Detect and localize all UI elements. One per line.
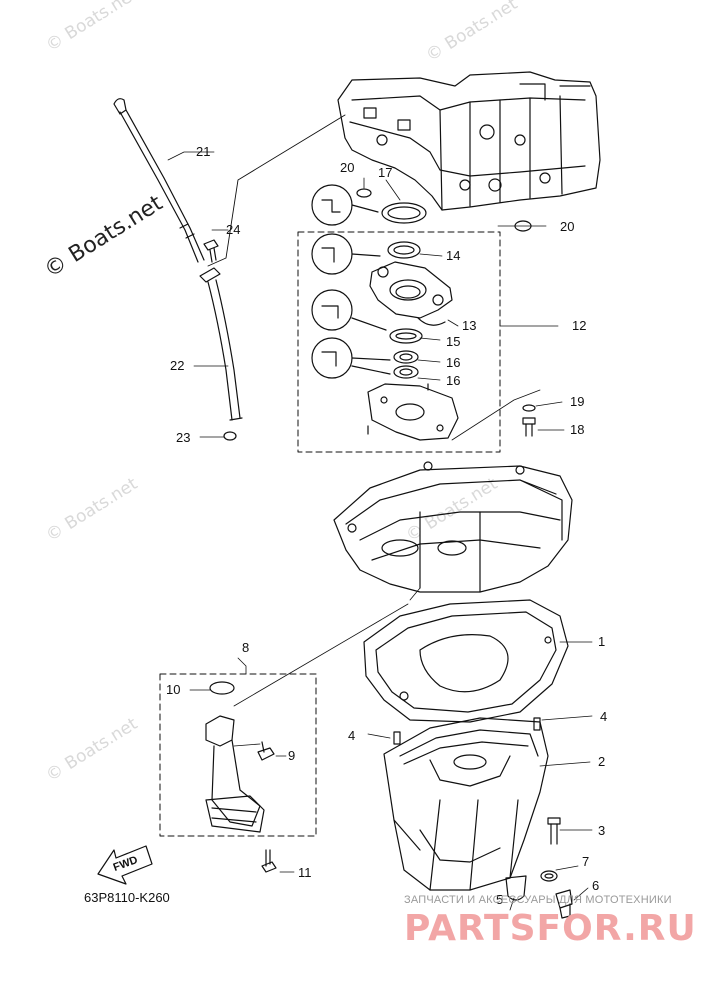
callout-15: 15 [446,334,460,349]
callout-10: 10 [166,682,180,697]
upper-casing-illustration [333,461,573,593]
callout-2: 2 [598,754,605,769]
callout-4: 4 [600,709,607,724]
o-ring-20-left [356,188,372,198]
washer-7 [540,870,558,882]
seal-17 [381,202,427,224]
dowel-pin-4-left [393,731,401,745]
callout-5: 5 [496,892,503,907]
bolt-11-illustration [261,849,277,873]
callout-20: 20 [560,219,574,234]
gasket-1-illustration [363,599,569,723]
bolt-18-illustration [522,417,536,437]
callout-12: 12 [572,318,586,333]
housing-13-illustration [369,261,453,326]
seal-14 [387,241,421,259]
bolt-24-illustration [203,239,219,263]
seal-orientation-icons [311,184,391,379]
callout-6: 6 [592,878,599,893]
callout-9: 9 [288,748,295,763]
o-ring-23 [223,431,237,441]
callout-1: 1 [598,634,605,649]
callout-3: 3 [598,823,605,838]
callout-labels: 21 20 17 24 20 14 12 13 15 16 22 16 19 1… [166,144,607,907]
site-tagline: ЗАПЧАСТИ И АКСЕССУАРЫ ДЛЯ МОТОТЕХНИКИ [404,894,672,906]
seal-16-upper [393,350,419,364]
callout-16: 16 [446,355,460,370]
o-ring-10 [209,681,235,695]
plug-6-illustration [555,889,573,919]
oil-pan-illustration [383,717,549,891]
dowel-pin-4-right [533,717,541,731]
callout-7: 7 [582,854,589,869]
washer-19 [522,404,536,412]
callout-13: 13 [462,318,476,333]
callout-22: 22 [170,358,184,373]
assembly-box-12 [297,231,501,453]
dipstick-illustration [113,98,205,263]
engine-block-illustration [337,71,601,211]
diagram-code: 63P8110-K260 [84,890,170,905]
callout-8: 8 [242,640,249,655]
callout-11: 11 [298,865,312,880]
leader-lines [167,151,593,911]
callout-18: 18 [570,422,584,437]
callout-4: 4 [348,728,355,743]
callout-19: 19 [570,394,584,409]
bolt-3-illustration [547,817,561,845]
oil-seal-housing-illustration [367,383,459,441]
fwd-arrow-icon [97,845,153,885]
seal-16-lower [393,365,419,379]
callout-20: 20 [340,160,354,175]
dipstick-guide-illustration [199,267,243,421]
callout-16: 16 [446,373,460,388]
callout-17: 17 [378,165,392,180]
plug-5-illustration [505,875,527,901]
callout-14: 14 [446,248,460,263]
oil-strainer-illustration [205,715,265,833]
seal-15 [389,328,423,344]
assembly-box-8 [159,673,317,837]
callout-24: 24 [226,222,240,237]
site-logo: PARTSFOR.RU [404,908,697,949]
callout-23: 23 [176,430,190,445]
bolt-9-illustration [257,741,275,761]
callout-21: 21 [196,144,210,159]
